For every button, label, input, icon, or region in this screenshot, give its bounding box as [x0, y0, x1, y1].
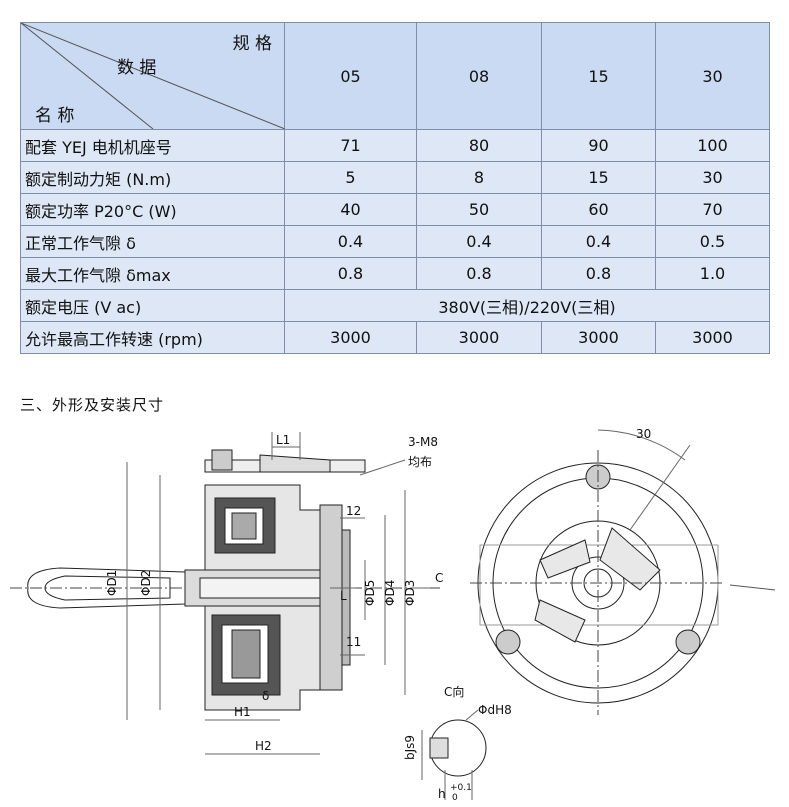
- label-dH8: ΦdH8: [478, 703, 512, 717]
- table-cell: 15: [541, 161, 656, 194]
- table-row: 额定功率 P20°C (W) 40 50 60 70: [20, 193, 770, 226]
- label-D1: ΦD1: [105, 570, 119, 596]
- brake-side-view: [10, 432, 440, 755]
- label-D5: ΦD5: [363, 580, 377, 606]
- label-angle-30: 30: [636, 427, 651, 441]
- column-header-15: 15: [541, 22, 656, 130]
- table-cell: 5: [284, 161, 417, 194]
- label-D4: ΦD4: [383, 580, 397, 606]
- label-12: 12: [346, 504, 361, 518]
- table-cell: 0.8: [541, 257, 656, 290]
- row-label: 正常工作气隙 δ: [20, 225, 285, 258]
- label-H2: H2: [255, 739, 272, 753]
- table-cell: 0.8: [284, 257, 417, 290]
- table-cell: 3000: [655, 321, 770, 354]
- table-cell: 0.5: [655, 225, 770, 258]
- label-h-tol-bottom: 0: [452, 793, 458, 803]
- label-3-M8: 3-M8: [408, 435, 438, 449]
- label-11: 11: [346, 635, 361, 649]
- installation-drawing: L1 3-M8 均布 12 11 L ΦD1 ΦD2 ΦD5 ΦD4 ΦD3 C…: [10, 427, 776, 803]
- table-cell: 3000: [541, 321, 656, 354]
- label-h-tol-top: +0.1: [450, 783, 472, 793]
- merged-voltage-cell: 380V(三相)/220V(三相): [284, 289, 770, 322]
- table-cell: 0.8: [416, 257, 542, 290]
- table-row: 额定电压 (V ac) 380V(三相)/220V(三相): [20, 289, 770, 322]
- table-cell: 3000: [284, 321, 417, 354]
- table-cell: 1.0: [655, 257, 770, 290]
- table-row: 额定制动力矩 (N.m) 5 8 15 30: [20, 161, 770, 194]
- drawing-labels: L1 3-M8 均布 12 11 L ΦD1 ΦD2 ΦD5 ΦD4 ΦD3 C…: [105, 427, 651, 803]
- brake-front-view: [470, 429, 776, 715]
- label-L: L: [340, 589, 347, 603]
- table-cell: 80: [416, 129, 542, 162]
- table-row: 配套 YEJ 电机机座号 71 80 90 100: [20, 129, 770, 162]
- table-cell: 8: [416, 161, 542, 194]
- header-diagonal-lines: [21, 23, 285, 129]
- row-label: 额定功率 P20°C (W): [20, 193, 285, 226]
- row-label: 允许最高工作转速 (rpm): [20, 321, 285, 354]
- section-title: 三、外形及安装尺寸: [20, 396, 165, 414]
- label-bJs9: bJs9: [403, 735, 417, 760]
- column-header-08: 08: [416, 22, 542, 130]
- spec-table: 规 格 数 据 名 称 05 08 15 30 配套 YEJ 电机机座号 71 …: [20, 22, 770, 354]
- table-cell: 0.4: [416, 225, 542, 258]
- table-cell: 50: [416, 193, 542, 226]
- label-D3: ΦD3: [403, 580, 417, 606]
- table-cell: 60: [541, 193, 656, 226]
- table-row: 正常工作气隙 δ 0.4 0.4 0.4 0.5: [20, 225, 770, 258]
- table-cell: 100: [655, 129, 770, 162]
- table-cell: 40: [284, 193, 417, 226]
- table-header-row: 规 格 数 据 名 称 05 08 15 30: [20, 22, 770, 130]
- label-C-view: C向: [444, 684, 464, 699]
- header-data-label: 数 据: [117, 58, 157, 78]
- label-C: C: [435, 571, 443, 585]
- column-header-30: 30: [655, 22, 770, 130]
- c-view-detail: [421, 709, 487, 800]
- table-cell: 70: [655, 193, 770, 226]
- table-row: 允许最高工作转速 (rpm) 3000 3000 3000 3000: [20, 321, 770, 354]
- row-label: 配套 YEJ 电机机座号: [20, 129, 285, 162]
- header-spec-label: 规 格: [232, 34, 272, 54]
- table-cell: 30: [655, 161, 770, 194]
- table-cell: 71: [284, 129, 417, 162]
- table-row: 最大工作气隙 δmax 0.8 0.8 0.8 1.0: [20, 257, 770, 290]
- label-h: h: [438, 787, 446, 801]
- table-cell: 90: [541, 129, 656, 162]
- table-cell: 3000: [416, 321, 542, 354]
- column-header-05: 05: [284, 22, 417, 130]
- label-uniform: 均布: [408, 455, 432, 469]
- label-L1: L1: [276, 433, 290, 447]
- table-cell: 0.4: [541, 225, 656, 258]
- row-label: 最大工作气隙 δmax: [20, 257, 285, 290]
- header-name-label: 名 称: [35, 106, 75, 126]
- row-label: 额定制动力矩 (N.m): [20, 161, 285, 194]
- label-delta: δ: [262, 689, 269, 703]
- label-H1: H1: [234, 705, 251, 719]
- header-corner-cell: 规 格 数 据 名 称: [20, 22, 285, 130]
- table-cell: 0.4: [284, 225, 417, 258]
- label-D2: ΦD2: [139, 570, 153, 596]
- row-label: 额定电压 (V ac): [20, 289, 285, 322]
